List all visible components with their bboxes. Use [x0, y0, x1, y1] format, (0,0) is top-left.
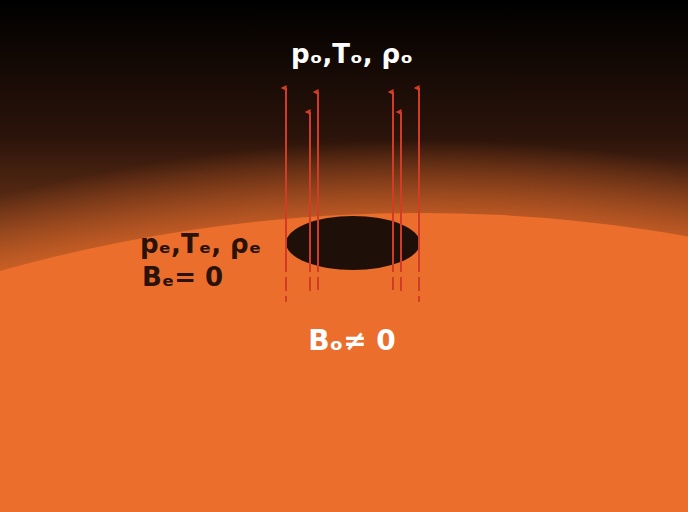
- field-inside: Bₒ≠ 0: [308, 326, 396, 357]
- limb-glow: [0, 140, 688, 512]
- outside-parameters: pₒ,Tₒ, ρₒ: [291, 40, 413, 69]
- sunspot: [286, 216, 420, 270]
- sun-disc: [0, 213, 688, 512]
- spot-parameters: pₑ,Tₑ, ρₑ: [140, 230, 261, 259]
- field-outside: Bₑ= 0: [142, 263, 223, 292]
- field-lines: [286, 88, 419, 302]
